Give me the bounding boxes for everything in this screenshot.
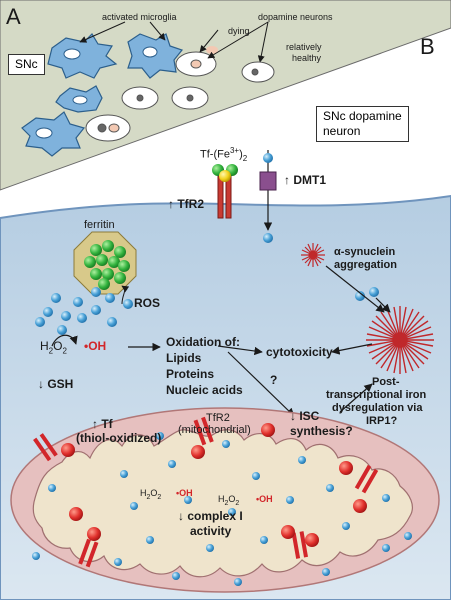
h2o2-label: H2O2: [40, 339, 67, 356]
tfr2-label: ↑ TfR2: [168, 197, 204, 211]
panel-a-arrows: [79, 21, 269, 63]
unknown-link-label: ?: [270, 373, 278, 387]
healthy-neurons: [241, 61, 275, 83]
microglia-label: activated microglia: [102, 12, 177, 22]
panel-b-letter: B: [420, 34, 435, 59]
oxidation-title: Oxidation of:: [166, 335, 240, 349]
synuclein-large: [366, 306, 434, 374]
post-label-line2: transcriptional iron: [326, 389, 427, 401]
snc-region-box: SNc: [8, 54, 45, 75]
post-label-line1: Post-: [372, 376, 400, 388]
mito-tf-label-line2: (thiol-oxidized): [76, 431, 162, 445]
dopamine-neurons: [85, 46, 218, 142]
tfr2-receptor: [212, 164, 238, 219]
snc-region-label: SNc: [15, 57, 38, 71]
free-iron: [35, 287, 379, 335]
ros-arrow: [121, 285, 130, 305]
mito-oh-left: •OH: [176, 488, 193, 498]
neuron-box: SNc dopamine neuron: [316, 106, 409, 142]
complex-i-label-line1: ↓ complex I: [178, 509, 243, 523]
mito-oh-right: •OH: [256, 494, 273, 504]
mito-h2o2-right: H2O2: [218, 494, 240, 507]
h2o2-text: H: [40, 339, 49, 353]
tf-label: Tf-(Fe3+)2: [200, 146, 248, 163]
oxidation-item-lipids: Lipids: [166, 351, 202, 365]
dopamine-neurons-label: dopamine neurons: [258, 12, 333, 22]
tf-label-charge: 3+: [229, 146, 240, 155]
healthy-label-line2: healthy: [292, 53, 322, 63]
complex-i-label-line2: activity: [190, 524, 232, 538]
oxidation-item-proteins: Proteins: [166, 367, 215, 381]
neuron-box-line2: neuron: [323, 124, 361, 138]
panel-a-letter: A: [6, 4, 21, 29]
isc-label-line1: ↓ ISC: [290, 409, 320, 423]
dying-label: dying: [228, 26, 250, 36]
ferritin-label: ferritin: [84, 219, 115, 231]
ros-label: ROS: [134, 296, 161, 310]
synuclein-label-line2: aggregation: [334, 259, 397, 271]
cytoplasm-arrows: [51, 265, 391, 497]
mito-tfr2-receptors: [33, 416, 379, 568]
dmt1-transporter: [259, 150, 277, 243]
mito-h2o2-left: H2O2: [140, 488, 162, 501]
mito-tf-label-line1: ↑ Tf: [92, 417, 113, 431]
post-label-line4: IRP1?: [366, 415, 398, 427]
tf-label-text: Tf-(Fe: [200, 148, 230, 161]
healthy-label-line1: relatively: [286, 42, 322, 52]
mito-iron: [32, 432, 412, 586]
microglia-nuclei: [35, 46, 158, 139]
mito-transferrin: [61, 423, 367, 547]
post-label-line3: dysregulation via: [332, 402, 423, 414]
gsh-label: ↓ GSH: [38, 377, 74, 391]
neuron-box-line1: SNc dopamine: [323, 109, 402, 123]
tf-label-count: 2: [242, 153, 248, 163]
dmt1-label: ↑ DMT1: [284, 173, 326, 187]
synuclein-small: [301, 243, 325, 267]
mito-tfr2-label-line2: (mitochondrial): [178, 424, 251, 436]
isc-label-line2: synthesis?: [290, 424, 353, 438]
ferritin: [73, 231, 137, 295]
oxidation-item-nucleic-acids: Nucleic acids: [166, 383, 243, 397]
hydroxyl-radical-label: •OH: [84, 339, 107, 353]
synuclein-label-line1: α-synuclein: [334, 246, 396, 258]
cytotoxicity-label: cytotoxicity: [266, 345, 333, 359]
panel-a-background: [0, 0, 451, 191]
mito-tfr2-label-line1: TfR2: [206, 412, 230, 424]
